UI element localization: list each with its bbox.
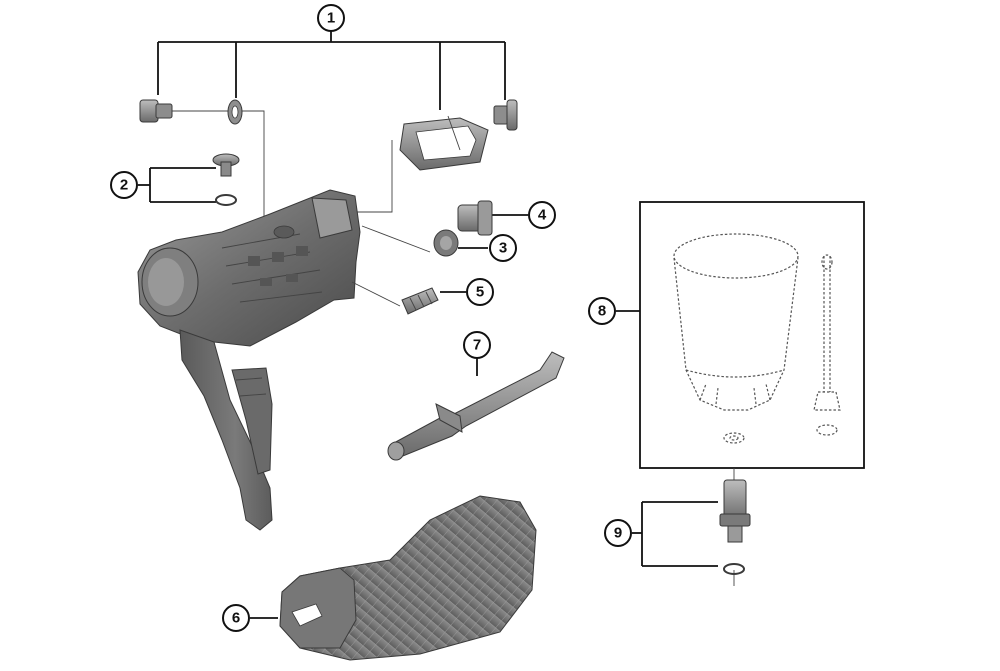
brake-lever-blade-part: [179, 329, 273, 531]
callout-4: 4: [528, 201, 556, 229]
bracket-hood-part: [279, 495, 537, 661]
callout-2: 2: [110, 171, 138, 199]
bleed-tool-part: [387, 351, 565, 461]
svg-text:4: 4: [538, 207, 547, 224]
svg-text:3: 3: [499, 240, 507, 257]
group-1-leaders: [157, 18, 506, 217]
bleed-screw-part: [212, 153, 240, 177]
svg-text:9: 9: [614, 525, 622, 542]
svg-text:8: 8: [598, 303, 606, 320]
funnel-adapter-part: [719, 479, 751, 543]
svg-text:7: 7: [473, 337, 481, 354]
funnel-part: [673, 233, 799, 444]
callout-6: 6: [222, 604, 250, 632]
group-5-leaders: [351, 281, 466, 307]
group-2-leaders: [138, 167, 216, 203]
callout-3: 3: [489, 234, 517, 262]
lever-body-part: [137, 189, 361, 347]
group-9-leaders: [632, 468, 735, 586]
callout-7: 7: [463, 331, 491, 359]
clamp-nut-part: [493, 99, 518, 131]
svg-text:2: 2: [120, 177, 128, 194]
callout-5: 5: [466, 278, 494, 306]
callout-8: 8: [588, 297, 616, 325]
svg-text:5: 5: [476, 284, 484, 301]
o-ring-part: [215, 194, 237, 206]
group-3-4-leaders: [361, 214, 528, 253]
funnel-kit-box: [616, 201, 865, 469]
washer-part: [227, 99, 243, 125]
callout-1: 1: [317, 4, 345, 32]
pivot-pin-part: [401, 287, 439, 315]
svg-text:1: 1: [327, 10, 335, 27]
seal-ring-part: [433, 229, 459, 257]
adapter-o-ring-part: [723, 563, 745, 575]
svg-text:6: 6: [232, 610, 240, 627]
callout-9: 9: [604, 519, 632, 547]
funnel-plug-part: [813, 254, 841, 436]
clamp-band-part: [399, 115, 489, 171]
clamp-bolt-part: [139, 99, 173, 123]
reservoir-plug-part: [457, 200, 493, 236]
